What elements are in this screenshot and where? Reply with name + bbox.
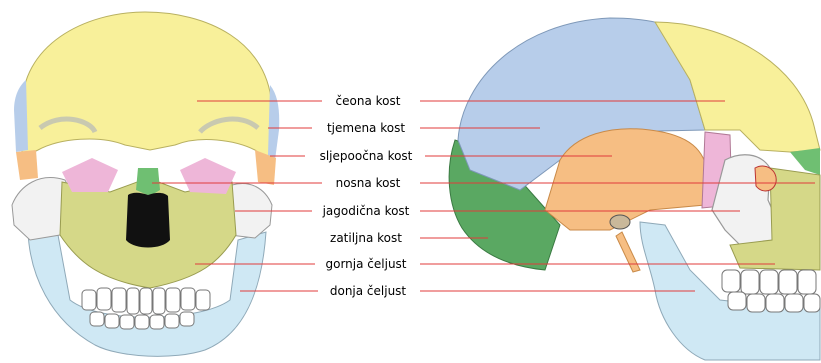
- front-parietal-right: [268, 85, 279, 160]
- label-maxilla: gornja čeljust: [326, 257, 407, 271]
- label-mandible: donja čeljust: [330, 284, 407, 298]
- front-sphenoid-left: [62, 158, 118, 192]
- skull-side-view: [449, 18, 820, 360]
- front-temporal-left: [16, 150, 38, 180]
- front-teeth: [82, 288, 210, 329]
- label-frontal: čeona kost: [336, 94, 401, 108]
- side-ear-canal: [610, 215, 630, 229]
- label-temporal: sljepoočna kost: [320, 149, 413, 163]
- label-occipital: zatiljna kost: [330, 231, 402, 245]
- skull-front-view: [12, 12, 279, 356]
- front-nasal-cavity: [126, 193, 170, 248]
- front-sphenoid-right: [180, 158, 236, 194]
- label-nasal: nosna kost: [336, 176, 401, 190]
- bone-labels: čeona kost tjemena kost sljepoočna kost …: [320, 94, 413, 298]
- label-zygomatic: jagodična kost: [322, 204, 410, 218]
- front-frontal-bone: [22, 12, 272, 160]
- front-parietal-left: [14, 80, 28, 152]
- side-styloid: [616, 232, 640, 272]
- side-teeth: [722, 270, 820, 312]
- label-parietal: tjemena kost: [327, 121, 405, 135]
